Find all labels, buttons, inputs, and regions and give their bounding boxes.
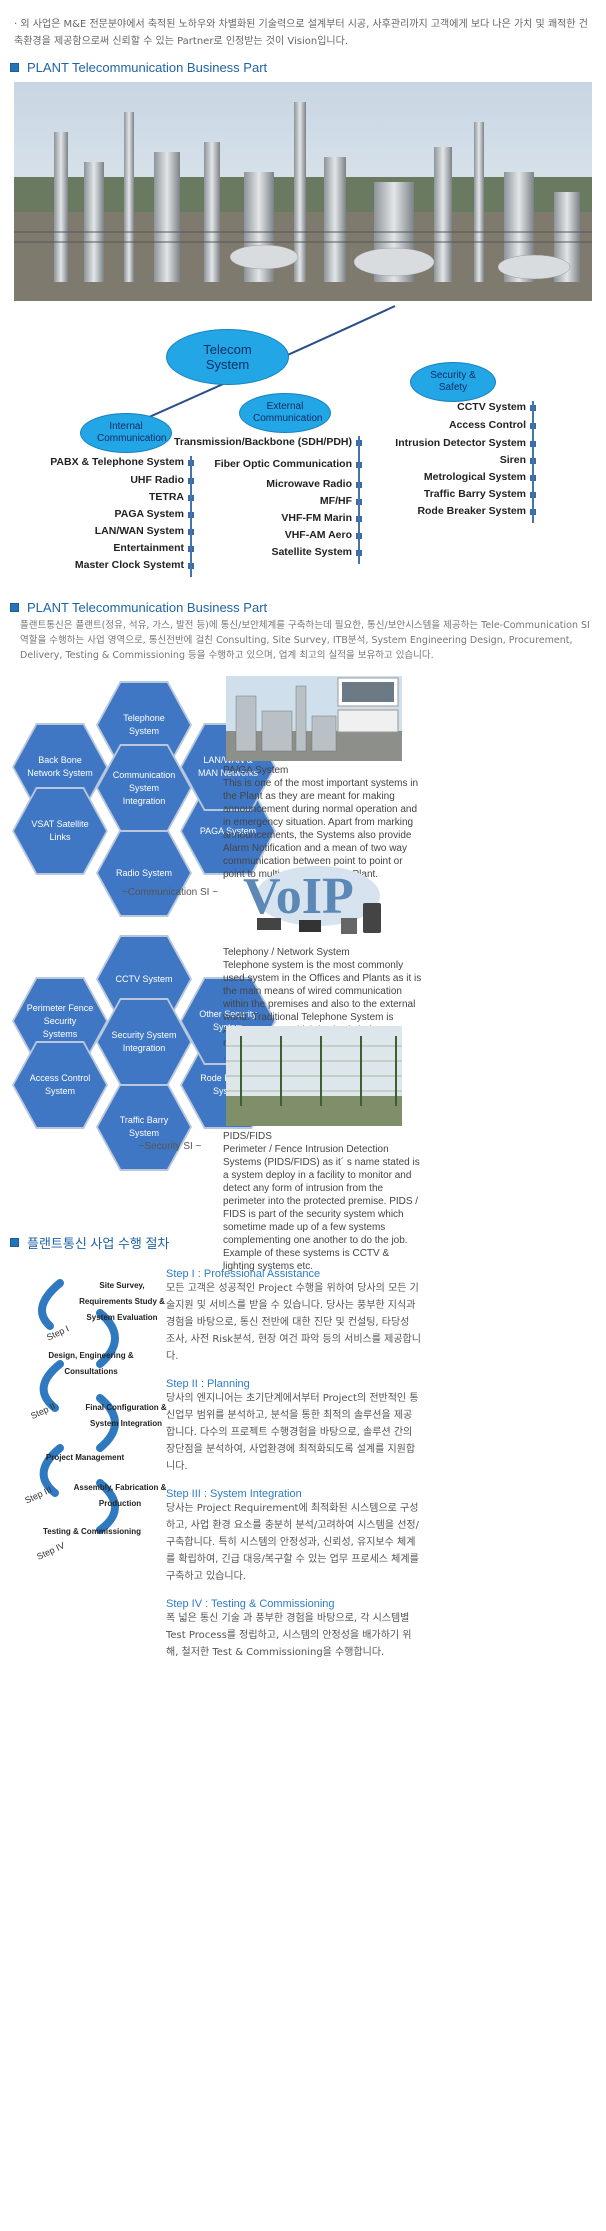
process-diagram: Site Survey, Requirements Study & System…	[10, 1268, 170, 1562]
step-body: 폭 넓은 통신 기술 과 풍부한 경험을 바탕으로, 각 시스템별 Test P…	[166, 1613, 412, 1658]
system-item: VHF-AM Aero	[284, 529, 352, 541]
connector-line	[190, 456, 192, 577]
system-item: Fiber Optic Communication	[214, 458, 352, 470]
hex-center: Communication System Integration	[98, 746, 190, 830]
connector-line	[532, 401, 534, 523]
hex-item: Radio System	[98, 831, 190, 915]
system-item: Rode Breaker System	[417, 505, 526, 517]
hex-item: Traffic Barry System	[98, 1085, 190, 1169]
hex-center: Security System Integration	[98, 1000, 190, 1084]
system-item: Entertainment	[113, 542, 184, 554]
system-item: PAGA System	[114, 508, 184, 520]
square-bullet-icon	[10, 602, 19, 612]
step-block: Step III : System Integration 당사는 Project…	[166, 1488, 421, 1585]
pids-text: Perimeter / Fence Intrusion Detection Sy…	[223, 1144, 420, 1272]
intro-text: · 외 사업은 M&E 전문분야에서 축적된 노하우와 차별화된 기술력으로 설…	[14, 16, 592, 50]
section-title-3: 플랜트통신 사업 수행 절차	[10, 1233, 169, 1251]
external-ellipse: External Communication	[239, 393, 331, 433]
system-item: Traffic Barry System	[423, 488, 526, 500]
section-title-2: PLANT Telecommunication Business Part	[10, 598, 267, 616]
step-heading: Step III : System Integration	[166, 1488, 302, 1500]
center-ellipse: Telecom System	[166, 329, 289, 385]
step-heading: Step I : Professional Assistance	[166, 1268, 321, 1280]
hex-item: VSAT Satellite Links	[14, 789, 106, 873]
plant-photo	[14, 82, 592, 301]
section2-body: 플랜트통신은 플랜트(정유, 석유, 가스, 발전 등)에 통신/보안체계를 구…	[20, 620, 590, 661]
system-item: Microwave Radio	[266, 478, 352, 490]
system-item: MF/HF	[319, 495, 352, 507]
step-block: Step I : Professional Assistance 모든 고객은 성…	[166, 1268, 421, 1365]
system-item: Metrological System	[423, 471, 526, 483]
step-heading: Step IV : Testing & Commissioning	[166, 1598, 335, 1610]
process-label: Design, Engineering & Consultations	[48, 1351, 134, 1376]
system-item: Access Control	[448, 419, 526, 431]
paga-photo	[226, 676, 402, 761]
section-title-1: PLANT Telecommunication Business Part	[10, 58, 267, 76]
system-item: TETRA	[149, 491, 184, 503]
system-item: CCTV System	[457, 401, 526, 413]
intro-paragraph: · 외 사업은 M&E 전문분야에서 축적된 노하우와 차별화된 기술력으로 설…	[14, 19, 588, 47]
step-heading: Step II : Planning	[166, 1378, 250, 1390]
square-bullet-icon	[10, 1237, 19, 1247]
system-item: PABX & Telephone System	[50, 456, 184, 468]
process-label: Testing & Commissioning	[42, 1527, 142, 1536]
process-label: Assembly, Fabrication & Production	[73, 1483, 167, 1508]
step-body: 당사는 Project Requirement에 최적화된 시스템으로 구성하고…	[166, 1503, 419, 1582]
pids-section: PIDS/FIDS Perimeter / Fence Intrusion De…	[223, 1130, 423, 1273]
step-block: Step II : Planning 당사의 엔지니어는 초기단계에서부터 Pro…	[166, 1378, 421, 1475]
system-item: Siren	[499, 454, 526, 466]
square-bullet-icon	[10, 62, 19, 72]
system-item: LAN/WAN System	[94, 525, 184, 537]
communication-si-label: ~Communication SI ~	[121, 887, 219, 898]
system-item: Master Clock Systemt	[74, 559, 184, 571]
step-block: Step IV : Testing & Commissioning 폭 넓은 통신…	[166, 1598, 421, 1661]
paga-title: PA/GA System	[223, 765, 289, 776]
connector-line	[358, 436, 360, 564]
process-label: Final Configuration & System Integration	[85, 1403, 167, 1428]
voip-logo-text: VoIP	[243, 868, 354, 925]
security-ellipse: Security & Safety	[410, 362, 496, 402]
step-body: 당사의 엔지니어는 초기단계에서부터 Project의 전반적인 통신업무 범위…	[166, 1393, 419, 1472]
system-item: UHF Radio	[130, 474, 184, 486]
system-item: Satellite System	[271, 546, 352, 558]
system-item: Intrusion Detector System	[395, 437, 526, 449]
system-item: VHF-FM Marin	[281, 512, 352, 524]
telecom-diagram: Telecom System Security & Safety Externa…	[0, 300, 606, 577]
steps-list: Step I : Professional Assistance 모든 고객은 성…	[166, 1268, 421, 1674]
pids-title: PIDS/FIDS	[223, 1131, 272, 1142]
voip-graphic: VoIP	[223, 858, 399, 940]
process-label: Site Survey, Requirements Study & System…	[79, 1281, 165, 1322]
telephony-title: Telephony / Network System	[223, 947, 350, 958]
internal-ellipse: Internal Communication	[80, 413, 172, 453]
security-si-label: ~Security SI ~	[138, 1141, 202, 1152]
system-item: Transmission/Backbone (SDH/PDH)	[174, 436, 352, 448]
step-body: 모든 고객은 성공적인 Project 수행을 위하여 당사의 모든 기술지원 …	[166, 1283, 421, 1362]
process-label: Project Management	[45, 1453, 125, 1462]
hex-item: Access Control System	[14, 1043, 106, 1127]
pids-photo	[226, 1026, 402, 1126]
